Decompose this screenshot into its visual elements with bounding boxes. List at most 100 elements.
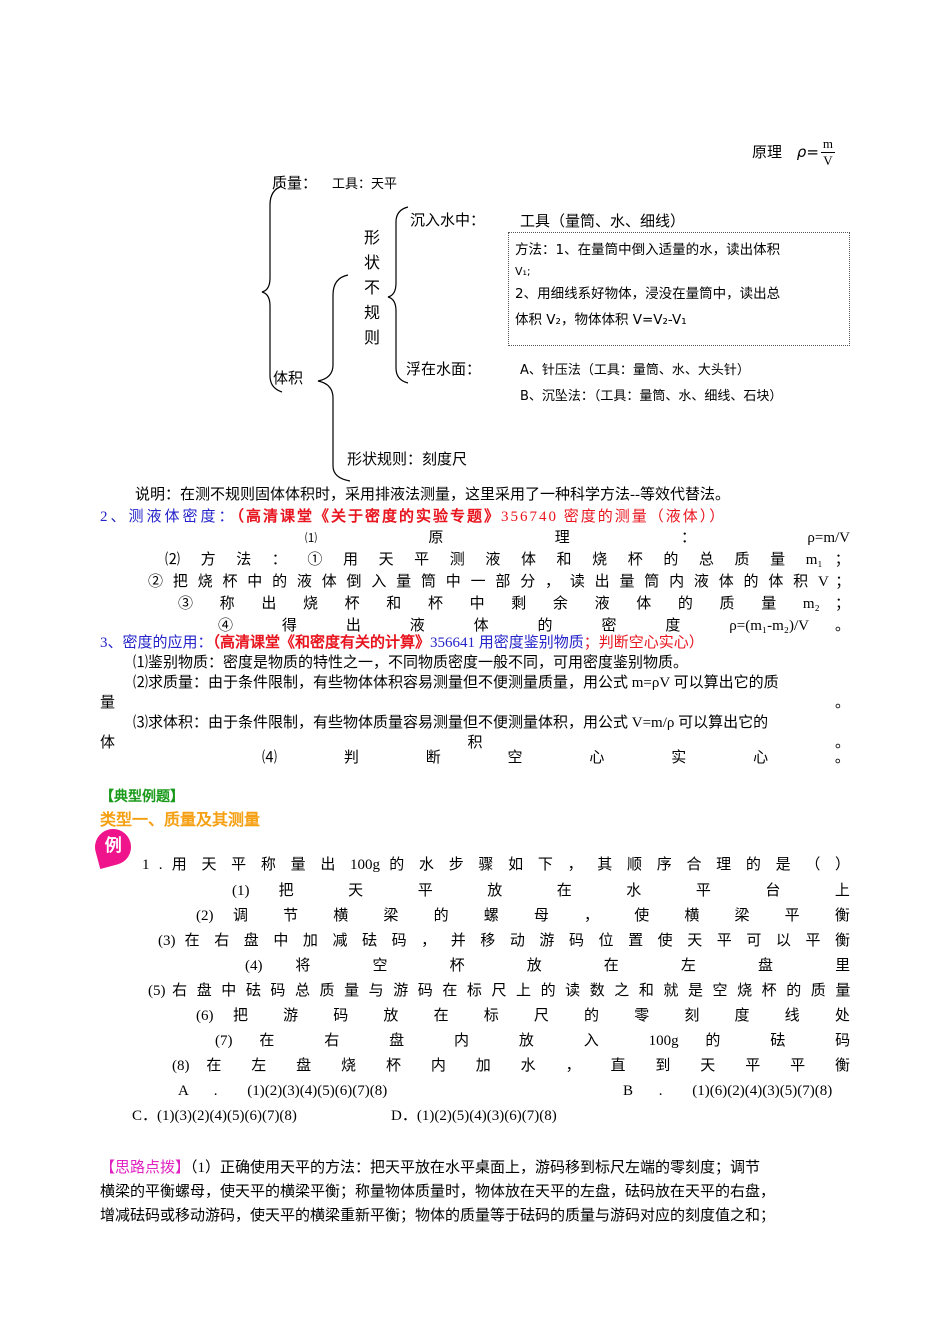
options-cd: C．(1)(3)(2)(4)(5)(6)(7)(8) D．(1)(2)(5)(4… — [132, 1106, 850, 1126]
tok: 实 — [671, 750, 718, 766]
tok: 液 — [409, 618, 448, 634]
tok: 出 — [261, 596, 288, 612]
tok: ， — [567, 857, 589, 873]
tok: 平 — [417, 883, 459, 899]
question-text: 1 . 用 天 平 称 量 出 100g 的 水 步 骤 如 下 ， 其 顺 序… — [142, 855, 850, 875]
tok: (8) — [172, 1058, 190, 1074]
option-a[interactable]: A . (1)(2)(3)(4)(5)(6)(7)(8) — [178, 1083, 387, 1099]
option-c[interactable]: C．(1)(3)(2)(4)(5)(6)(7)(8) — [132, 1108, 297, 1124]
tok: 称 — [219, 596, 247, 612]
tok: 调 — [232, 908, 264, 924]
tok: 杯 — [449, 958, 494, 974]
tok: ： — [271, 552, 296, 568]
hint-label: 【思路点拨】 — [100, 1160, 191, 1176]
tok: 称 — [260, 857, 282, 873]
tok: 100g — [648, 1033, 679, 1049]
section2-link-tail[interactable]: 356740 密度的测量（液体）） — [501, 509, 727, 525]
tok: 骤 — [478, 857, 499, 873]
fraction: m V — [820, 136, 836, 169]
tok: 下 — [537, 857, 559, 873]
tok: 法 — [236, 552, 260, 568]
tok: 盘 — [757, 958, 803, 974]
tok: 位 — [598, 933, 619, 949]
step-5: (5) 右 盘 中 砝 码 总 质 量 与 游 码 在 标 尺 上 的 读 数 … — [148, 981, 850, 1001]
tok: 并 — [450, 933, 472, 949]
tok: 零 — [634, 1008, 665, 1024]
section2-link[interactable]: （高清课堂《关于密度的实验专题》 — [236, 507, 502, 525]
tok: 使 — [657, 933, 679, 949]
method-line: 2、用细线系好物体，浸没在量筒中，读出总 — [515, 286, 781, 302]
tok: 平 — [805, 933, 826, 949]
section2-title: 2、测液体密度： — [100, 509, 237, 525]
tok: ② — [148, 574, 167, 590]
tok: 100g — [350, 857, 381, 873]
section3-item2-line2: 量 。 — [100, 693, 850, 713]
option-b[interactable]: B . (1)(6)(2)(4)(3)(5)(7)(8) — [623, 1081, 832, 1101]
section3-item1: ⑴鉴别物质：密度是物质的特性之一，不同物质密度一般不同，可用密度鉴别物质。 — [133, 655, 689, 671]
bracket-lines — [261, 185, 409, 482]
tok: 心 — [753, 750, 800, 766]
tok: 码 — [835, 1033, 851, 1049]
tok: 中 — [445, 574, 464, 590]
tok: 烧 — [197, 574, 216, 590]
tok: 右 — [172, 983, 191, 999]
tok: 是 — [775, 857, 797, 873]
float-method-b: B、沉坠法：（工具：量筒、水、细线、石块） — [520, 389, 783, 404]
tok: 平 — [695, 883, 737, 899]
tok: 梁 — [383, 908, 415, 924]
tok: 的 — [389, 857, 410, 873]
section2-method-2: ② 把 烧 杯 中 的 液 体 倒 入 量 筒 中 一 部 分 ， 读 出 量 … — [148, 572, 850, 592]
tok: 减 — [332, 933, 353, 949]
tok: 质 — [719, 596, 746, 612]
tok: 液 — [485, 552, 509, 568]
tok: 横 — [684, 908, 716, 924]
tok: 空 — [507, 750, 555, 766]
tok: 与 — [368, 983, 387, 999]
mass-tool: 工具：天平 — [332, 177, 398, 192]
section3-item4: ⑷ 判 断 空 心 实 心 。 — [262, 748, 850, 768]
tok: ） — [835, 857, 851, 873]
tok: 的 — [540, 983, 559, 999]
options-ab: A . (1)(2)(3)(4)(5)(6)(7)(8) B . (1)(6)(… — [178, 1081, 850, 1101]
tok: 出 — [594, 574, 613, 590]
tok: 筒 — [644, 574, 663, 590]
tok: 右 — [214, 933, 235, 949]
tok: 水 — [626, 883, 667, 899]
tok: 出 — [345, 618, 384, 634]
tok: 在 — [556, 883, 598, 899]
section3-link-tail[interactable]: ；判断空心实心） — [583, 635, 704, 651]
tok: 可 — [746, 933, 767, 949]
section3-link-code[interactable]: 356641 用密度鉴别物质 — [430, 635, 584, 651]
tok: 里 — [835, 958, 851, 974]
tok: 砝 — [770, 1033, 809, 1049]
section3-link[interactable]: （高清课堂《和密度有关的计算》 — [212, 633, 431, 651]
denominator: V — [823, 153, 833, 168]
tok: ， — [584, 908, 615, 924]
tok: 体 — [768, 574, 787, 590]
char: 不 — [363, 278, 380, 297]
tok: 量 — [835, 983, 851, 999]
tok: . — [658, 1083, 663, 1099]
tok: 体 — [321, 574, 340, 590]
tok: 游 — [539, 933, 560, 949]
sink-tools: 工具（量筒、水、细线） — [520, 212, 686, 230]
tok: 筒 — [420, 574, 439, 590]
tok: 。 — [835, 618, 851, 634]
tok: 度 — [734, 1008, 766, 1024]
tok: 盘 — [243, 933, 265, 949]
tok: 空 — [712, 983, 731, 999]
section2-method-3: ③ 称 出 烧 杯 和 杯 中 剩 余 液 体 的 质 量 m₂ ； — [178, 594, 850, 614]
tok: ， — [545, 574, 564, 590]
tok: 出 — [320, 857, 341, 873]
tok: 刻 — [684, 1008, 716, 1024]
tok: 上 — [516, 983, 534, 999]
char: 状 — [363, 253, 380, 272]
tok: 尺 — [533, 1008, 565, 1024]
option-d[interactable]: D．(1)(2)(5)(4)(3)(6)(7)(8) — [391, 1108, 557, 1124]
tok: 码 — [391, 933, 412, 949]
tok: 和 — [638, 983, 657, 999]
tok: 梁 — [734, 908, 766, 924]
step-3: (3) 在 右 盘 中 加 减 砝 码 ， 并 移 动 游 码 位 置 使 天 … — [158, 931, 850, 951]
tok: 处 — [834, 1008, 850, 1024]
tok: 理 — [554, 530, 624, 546]
